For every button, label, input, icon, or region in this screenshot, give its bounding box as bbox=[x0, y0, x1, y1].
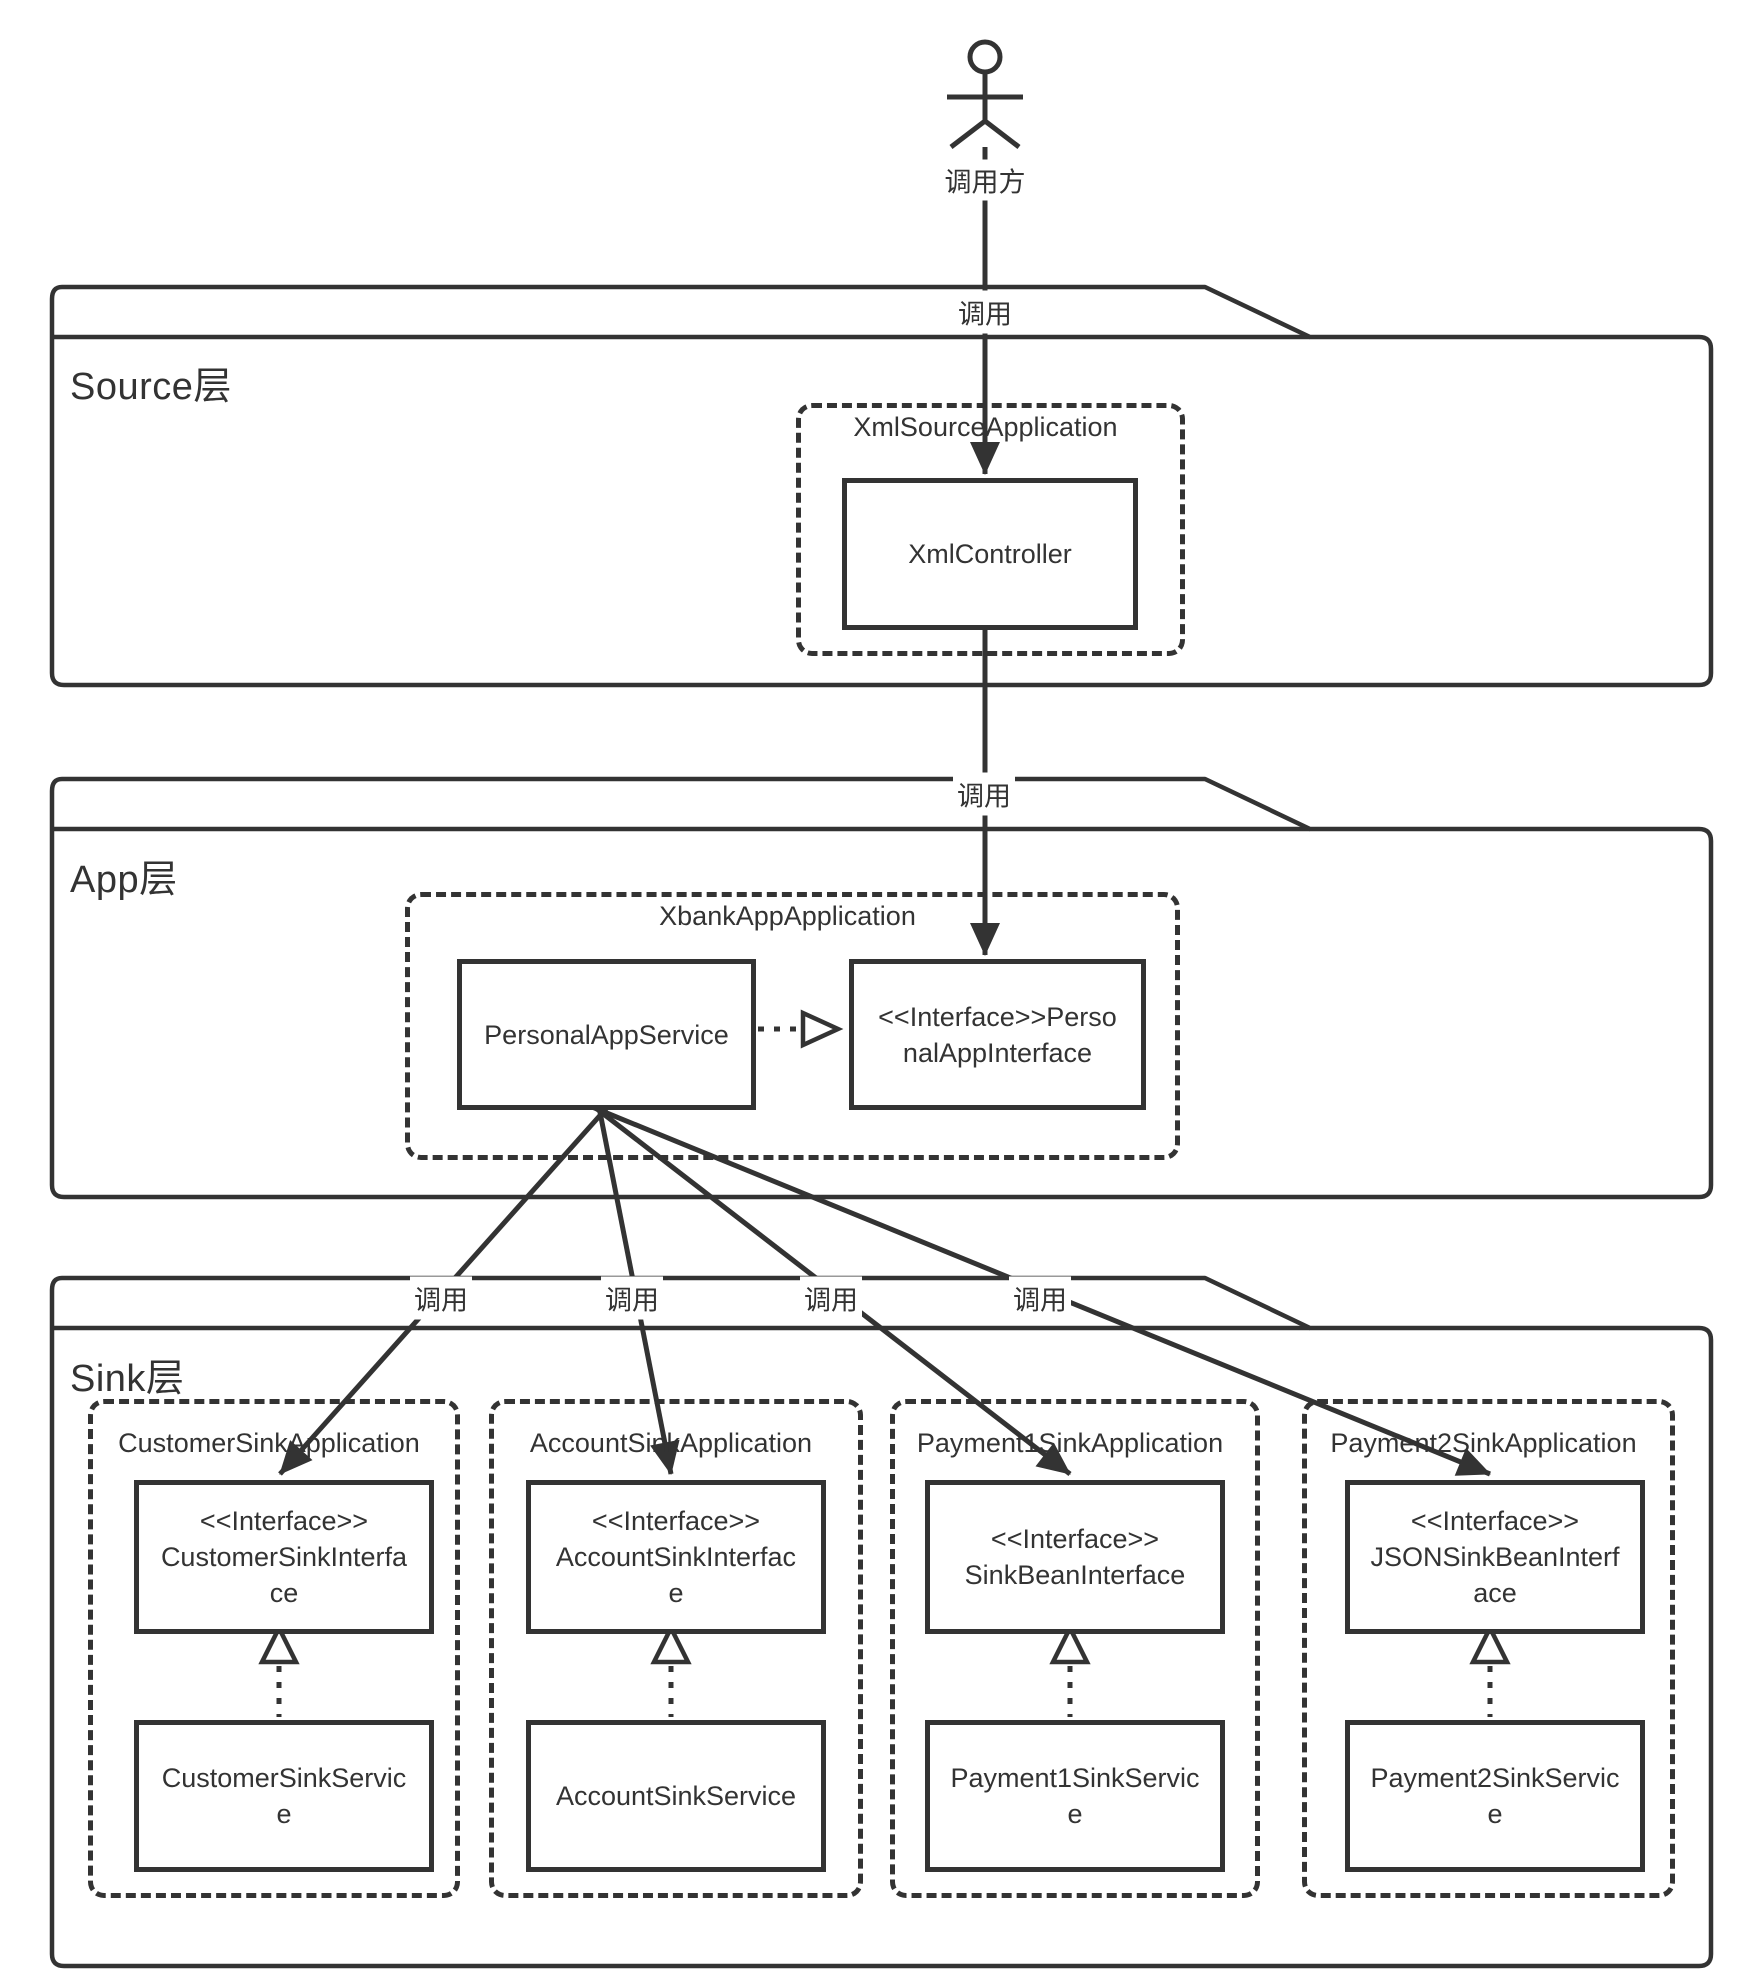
call-label-sink-3: 调用 bbox=[800, 1276, 862, 1320]
call-label-sink-4: 调用 bbox=[1009, 1276, 1071, 1320]
actor-label: 调用方 bbox=[941, 159, 1029, 201]
payment1sinkapplication-boundary bbox=[890, 1399, 1260, 1898]
realization-accountsinkservice bbox=[650, 1622, 692, 1717]
package-sink-layer bbox=[49, 1275, 1714, 1969]
customersinkapplication-boundary bbox=[88, 1399, 460, 1898]
package-source-layer bbox=[49, 284, 1714, 688]
realization-customersinkservice bbox=[258, 1622, 300, 1717]
payment2sinkapplication-label: Payment2SinkApplication bbox=[1330, 1428, 1637, 1458]
call-label-sink-2: 调用 bbox=[601, 1276, 663, 1320]
xbankappapplication-boundary bbox=[405, 892, 1180, 1160]
xmlsourceapplication-boundary bbox=[796, 403, 1185, 656]
accountsinkapplication-label: AccountSinkApplication bbox=[529, 1428, 813, 1458]
customersinkinterface-box: <<Interface>> CustomerSinkInterfa ce bbox=[134, 1480, 434, 1634]
payment1sinkservice-box: Payment1SinkServic e bbox=[925, 1720, 1225, 1872]
realization-personalappservice bbox=[742, 1009, 844, 1049]
payment1sinkapplication-label: Payment1SinkApplication bbox=[916, 1428, 1224, 1458]
app-layer-title: App层 bbox=[70, 859, 178, 901]
jsonsinkbeaninterface-box: <<Interface>> JSONSinkBeanInterf ace bbox=[1345, 1480, 1645, 1634]
realization-payment2sinkservice bbox=[1469, 1622, 1511, 1717]
sink-layer-title: Sink层 bbox=[70, 1358, 185, 1400]
package-app-layer bbox=[49, 776, 1714, 1200]
payment2sinkservice-box: Payment2SinkServic e bbox=[1345, 1720, 1645, 1872]
customersinkservice-box: CustomerSinkServic e bbox=[134, 1720, 434, 1872]
sinkbeaninterface-box: <<Interface>> SinkBeanInterface bbox=[925, 1480, 1225, 1634]
customersinkapplication-label: CustomerSinkApplication bbox=[118, 1428, 420, 1458]
personalappinterface-box: <<Interface>>Perso nalAppInterface bbox=[849, 959, 1146, 1110]
personalappservice-box: PersonalAppService bbox=[457, 959, 756, 1110]
payment2sinkapplication-boundary bbox=[1302, 1399, 1675, 1898]
call-label-app: 调用 bbox=[953, 772, 1015, 816]
call-label-sink-1: 调用 bbox=[410, 1276, 472, 1320]
source-layer-title: Source层 bbox=[70, 366, 232, 408]
accountsinkservice-box: AccountSinkService bbox=[526, 1720, 826, 1872]
xmlsourceapplication-label: XmlSourceApplication bbox=[853, 412, 1118, 442]
accountsinkinterface-box: <<Interface>> AccountSinkInterfac e bbox=[526, 1480, 826, 1634]
call-label-actor: 调用 bbox=[954, 290, 1016, 334]
realization-payment1sinkservice bbox=[1049, 1622, 1091, 1717]
xmlcontroller-box: XmlController bbox=[842, 478, 1138, 630]
accountsinkapplication-boundary bbox=[489, 1399, 863, 1898]
actor-icon bbox=[947, 39, 1023, 149]
xbankappapplication-label: XbankAppApplication bbox=[659, 901, 916, 931]
